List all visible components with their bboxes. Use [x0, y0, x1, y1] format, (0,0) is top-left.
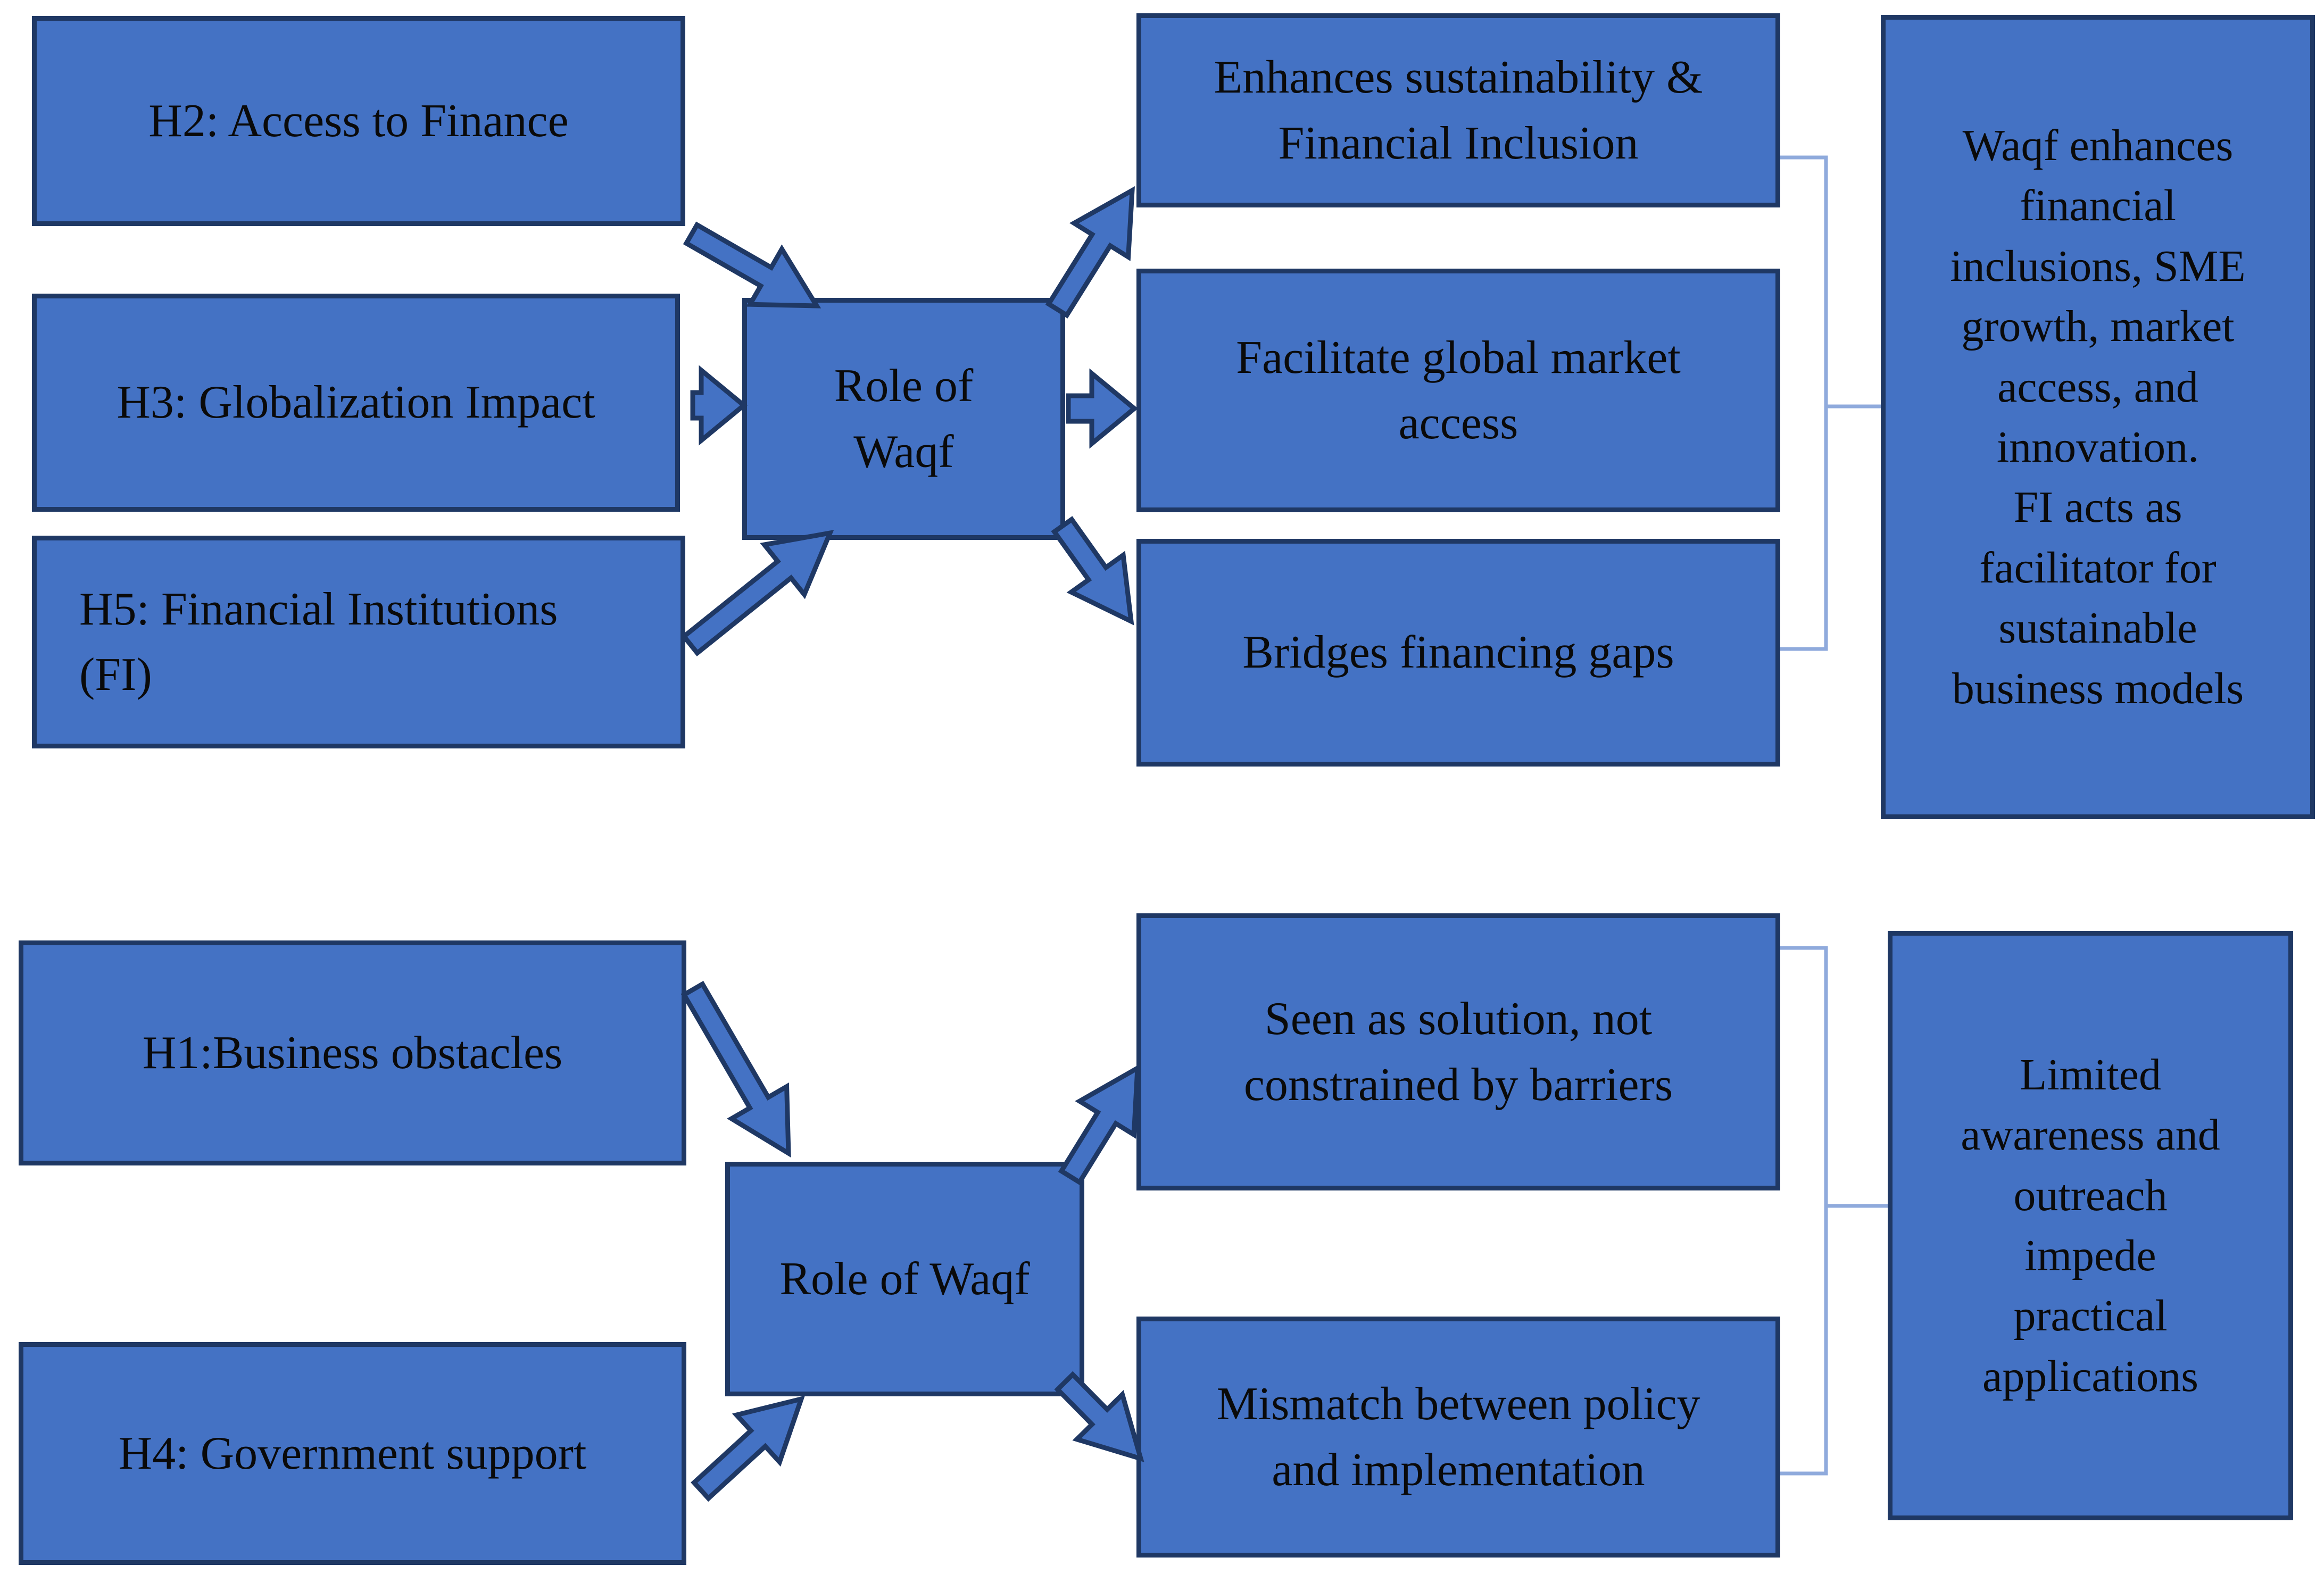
arrow-h3-to-role — [690, 365, 748, 446]
arrow-h2-to-role — [683, 221, 821, 309]
box-outcome-sustainability-inclusion: Enhances sustainability & Financial Incl… — [1136, 13, 1780, 207]
box-h5-financial-institutions: H5: Financial Institutions (FI) — [32, 536, 685, 748]
box-h4-government-support: H4: Government support — [19, 1342, 686, 1565]
box-h3-globalization-impact: H3: Globalization Impact — [32, 294, 680, 512]
box-conclusion-top: Waqf enhances financial inclusions, SME … — [1881, 15, 2315, 819]
box-h1-business-obstacles: H1:Business obstacles — [19, 940, 686, 1165]
arrow-h5-to-role — [680, 530, 834, 656]
box-h2-access-to-finance: H2: Access to Finance — [32, 16, 685, 226]
box-conclusion-bottom: Limited awareness and outreach impede pr… — [1888, 931, 2293, 1520]
box-outcome-global-market-access: Facilitate global market access — [1136, 269, 1780, 512]
box-role-of-waqf-bottom: Role of Waqf — [725, 1162, 1084, 1396]
bracket-top — [1780, 155, 1828, 651]
arrow-role-to-financing-gaps — [1051, 516, 1134, 626]
arrow-h4-to-role — [691, 1395, 805, 1502]
box-outcome-seen-as-solution: Seen as solution, not constrained by bar… — [1136, 913, 1780, 1190]
bracket-bottom — [1780, 946, 1828, 1476]
box-role-of-waqf-top: Role of Waqf — [742, 298, 1065, 540]
box-outcome-policy-mismatch: Mismatch between policy and implementati… — [1136, 1317, 1780, 1558]
arrow-h1-to-role — [680, 980, 791, 1158]
box-outcome-bridges-financing-gaps: Bridges financing gaps — [1136, 539, 1780, 767]
arrow-role-to-sustainability — [1045, 186, 1135, 319]
arrow-role-to-market-access — [1066, 368, 1139, 449]
